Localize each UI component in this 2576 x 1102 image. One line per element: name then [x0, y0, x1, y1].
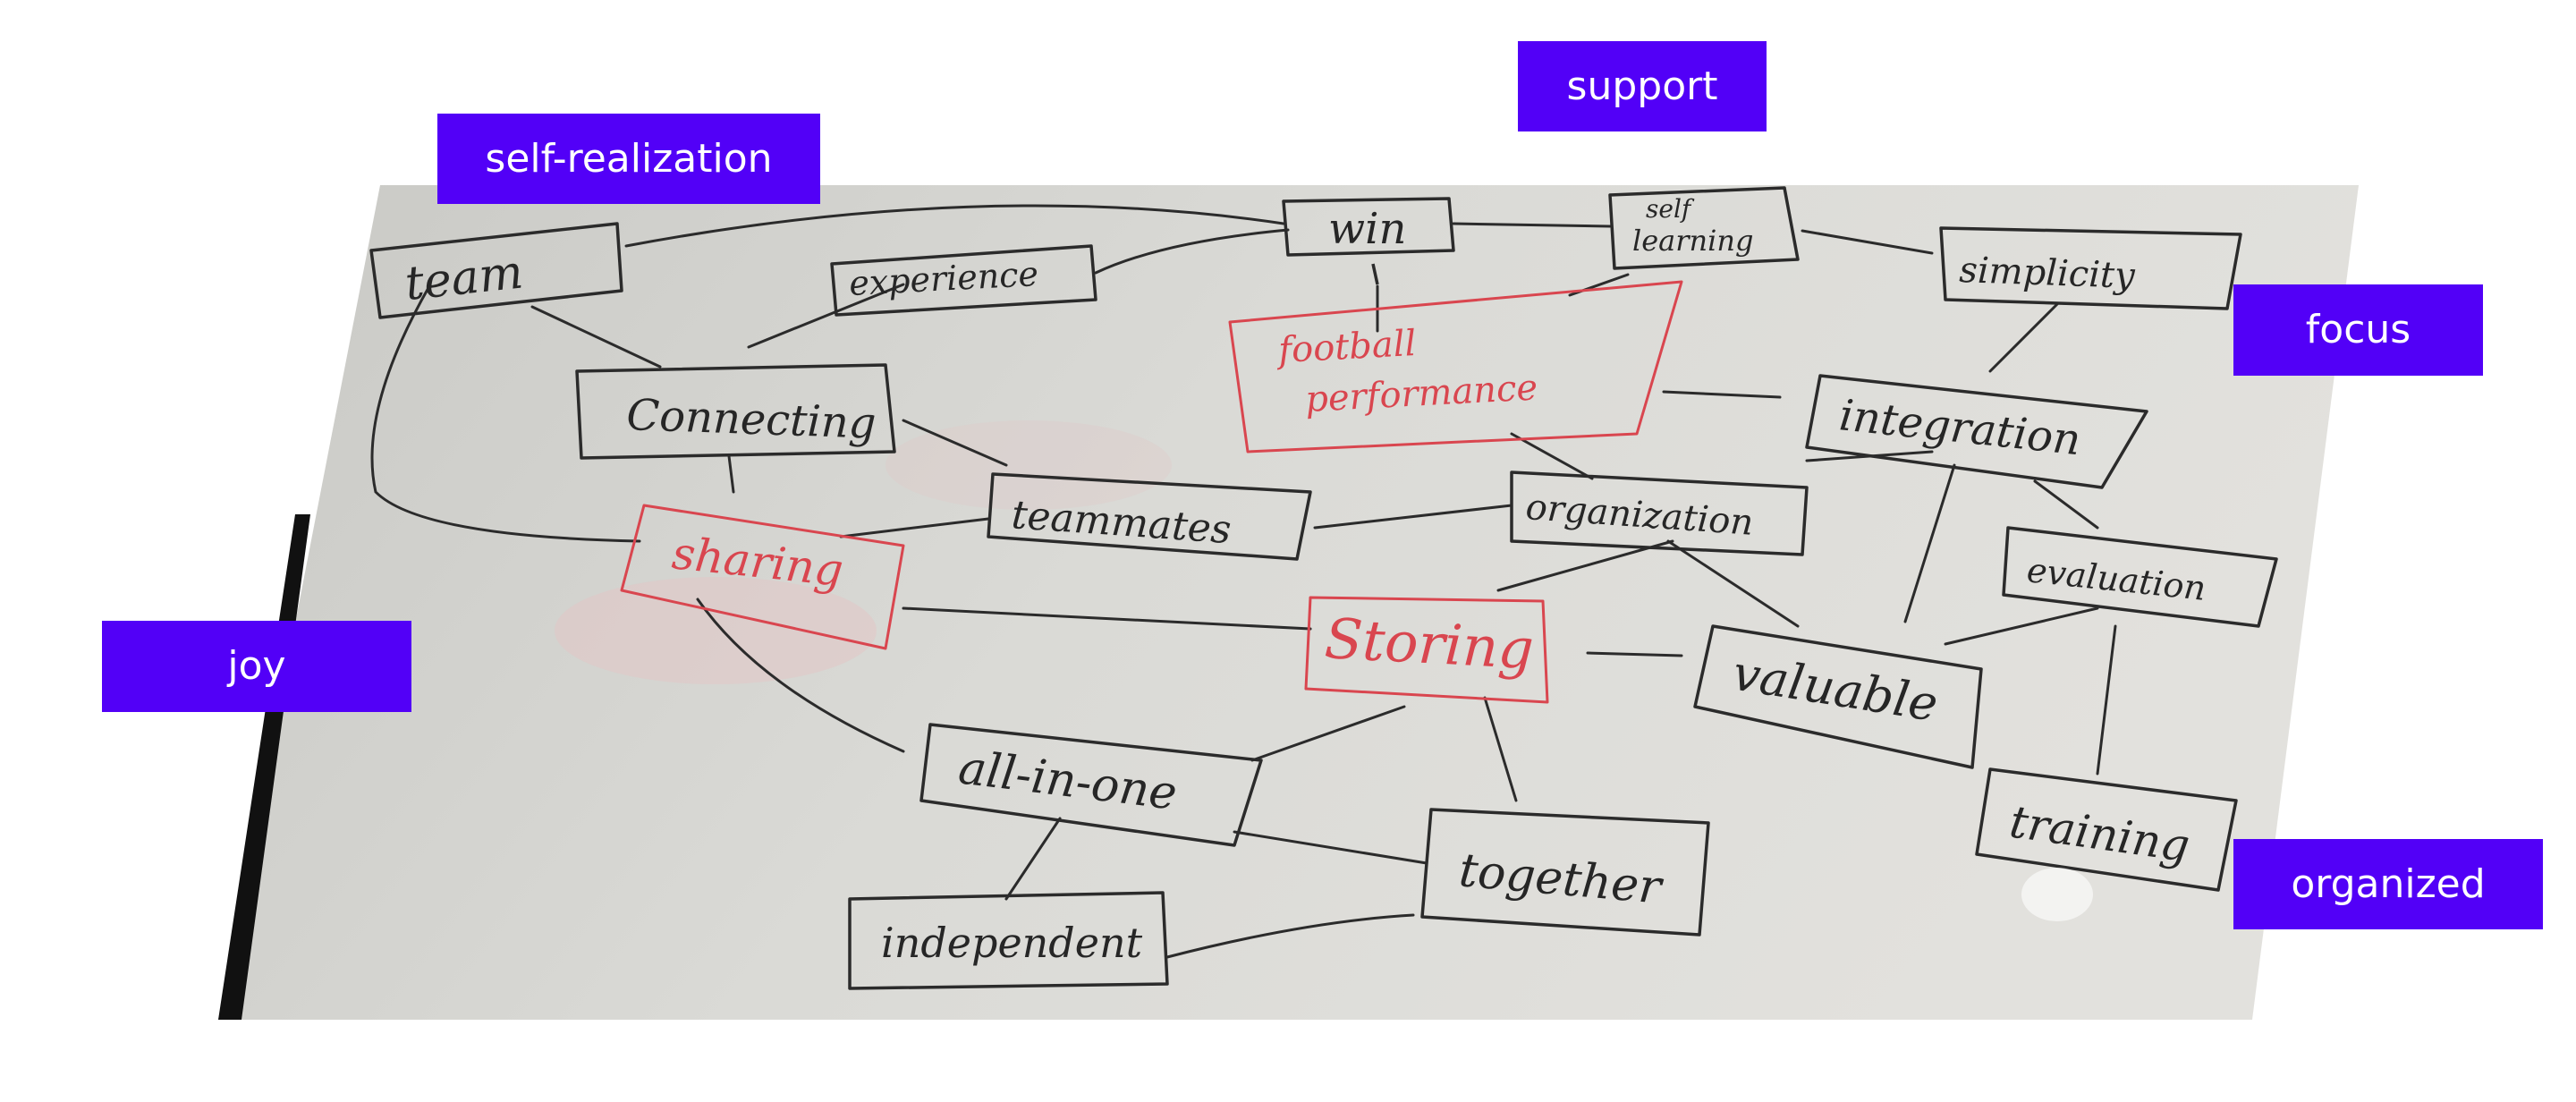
node-win: win: [1328, 204, 1406, 254]
node-box-together: [1420, 808, 1710, 937]
node-simplicity: simplicity: [1959, 250, 2137, 297]
node-connecting: Connecting: [626, 390, 877, 449]
tag-focus: focus: [2233, 284, 2483, 376]
node-self-learning-2: learning: [1632, 224, 1753, 258]
node-box-teammates: [987, 472, 1312, 561]
node-box-independent: [848, 891, 1169, 990]
node-box-integration: [1805, 374, 2148, 489]
node-independent: independent: [881, 919, 1143, 967]
node-box-evaluation: [2002, 526, 2278, 628]
tag-organized: organized: [2233, 839, 2543, 929]
node-box-all-in-one: [919, 723, 1263, 847]
tag-support: support: [1518, 41, 1767, 131]
node-box-team: [369, 222, 623, 319]
node-box-training: [1975, 767, 2238, 892]
node-box-football-performance: [1228, 280, 1683, 454]
tag-joy: joy: [102, 621, 411, 712]
connection-lines: [370, 204, 2117, 959]
node-box-connecting: [575, 363, 896, 460]
tag-self-realization: self-realization: [437, 114, 820, 204]
node-football-1: football: [1275, 323, 1417, 371]
node-box-self-learning: [1608, 186, 1800, 270]
node-box-experience: [830, 244, 1097, 317]
node-box-organization: [1510, 470, 1809, 556]
node-box-storing: [1304, 596, 1549, 704]
node-box-sharing: [620, 504, 905, 650]
node-storing: Storing: [1323, 606, 1535, 682]
node-box-simplicity: [1939, 226, 2242, 310]
node-team: team: [402, 245, 526, 310]
node-self-learning-1: self: [1646, 194, 1695, 224]
node-box-valuable: [1693, 624, 1983, 769]
node-box-win: [1282, 197, 1455, 257]
